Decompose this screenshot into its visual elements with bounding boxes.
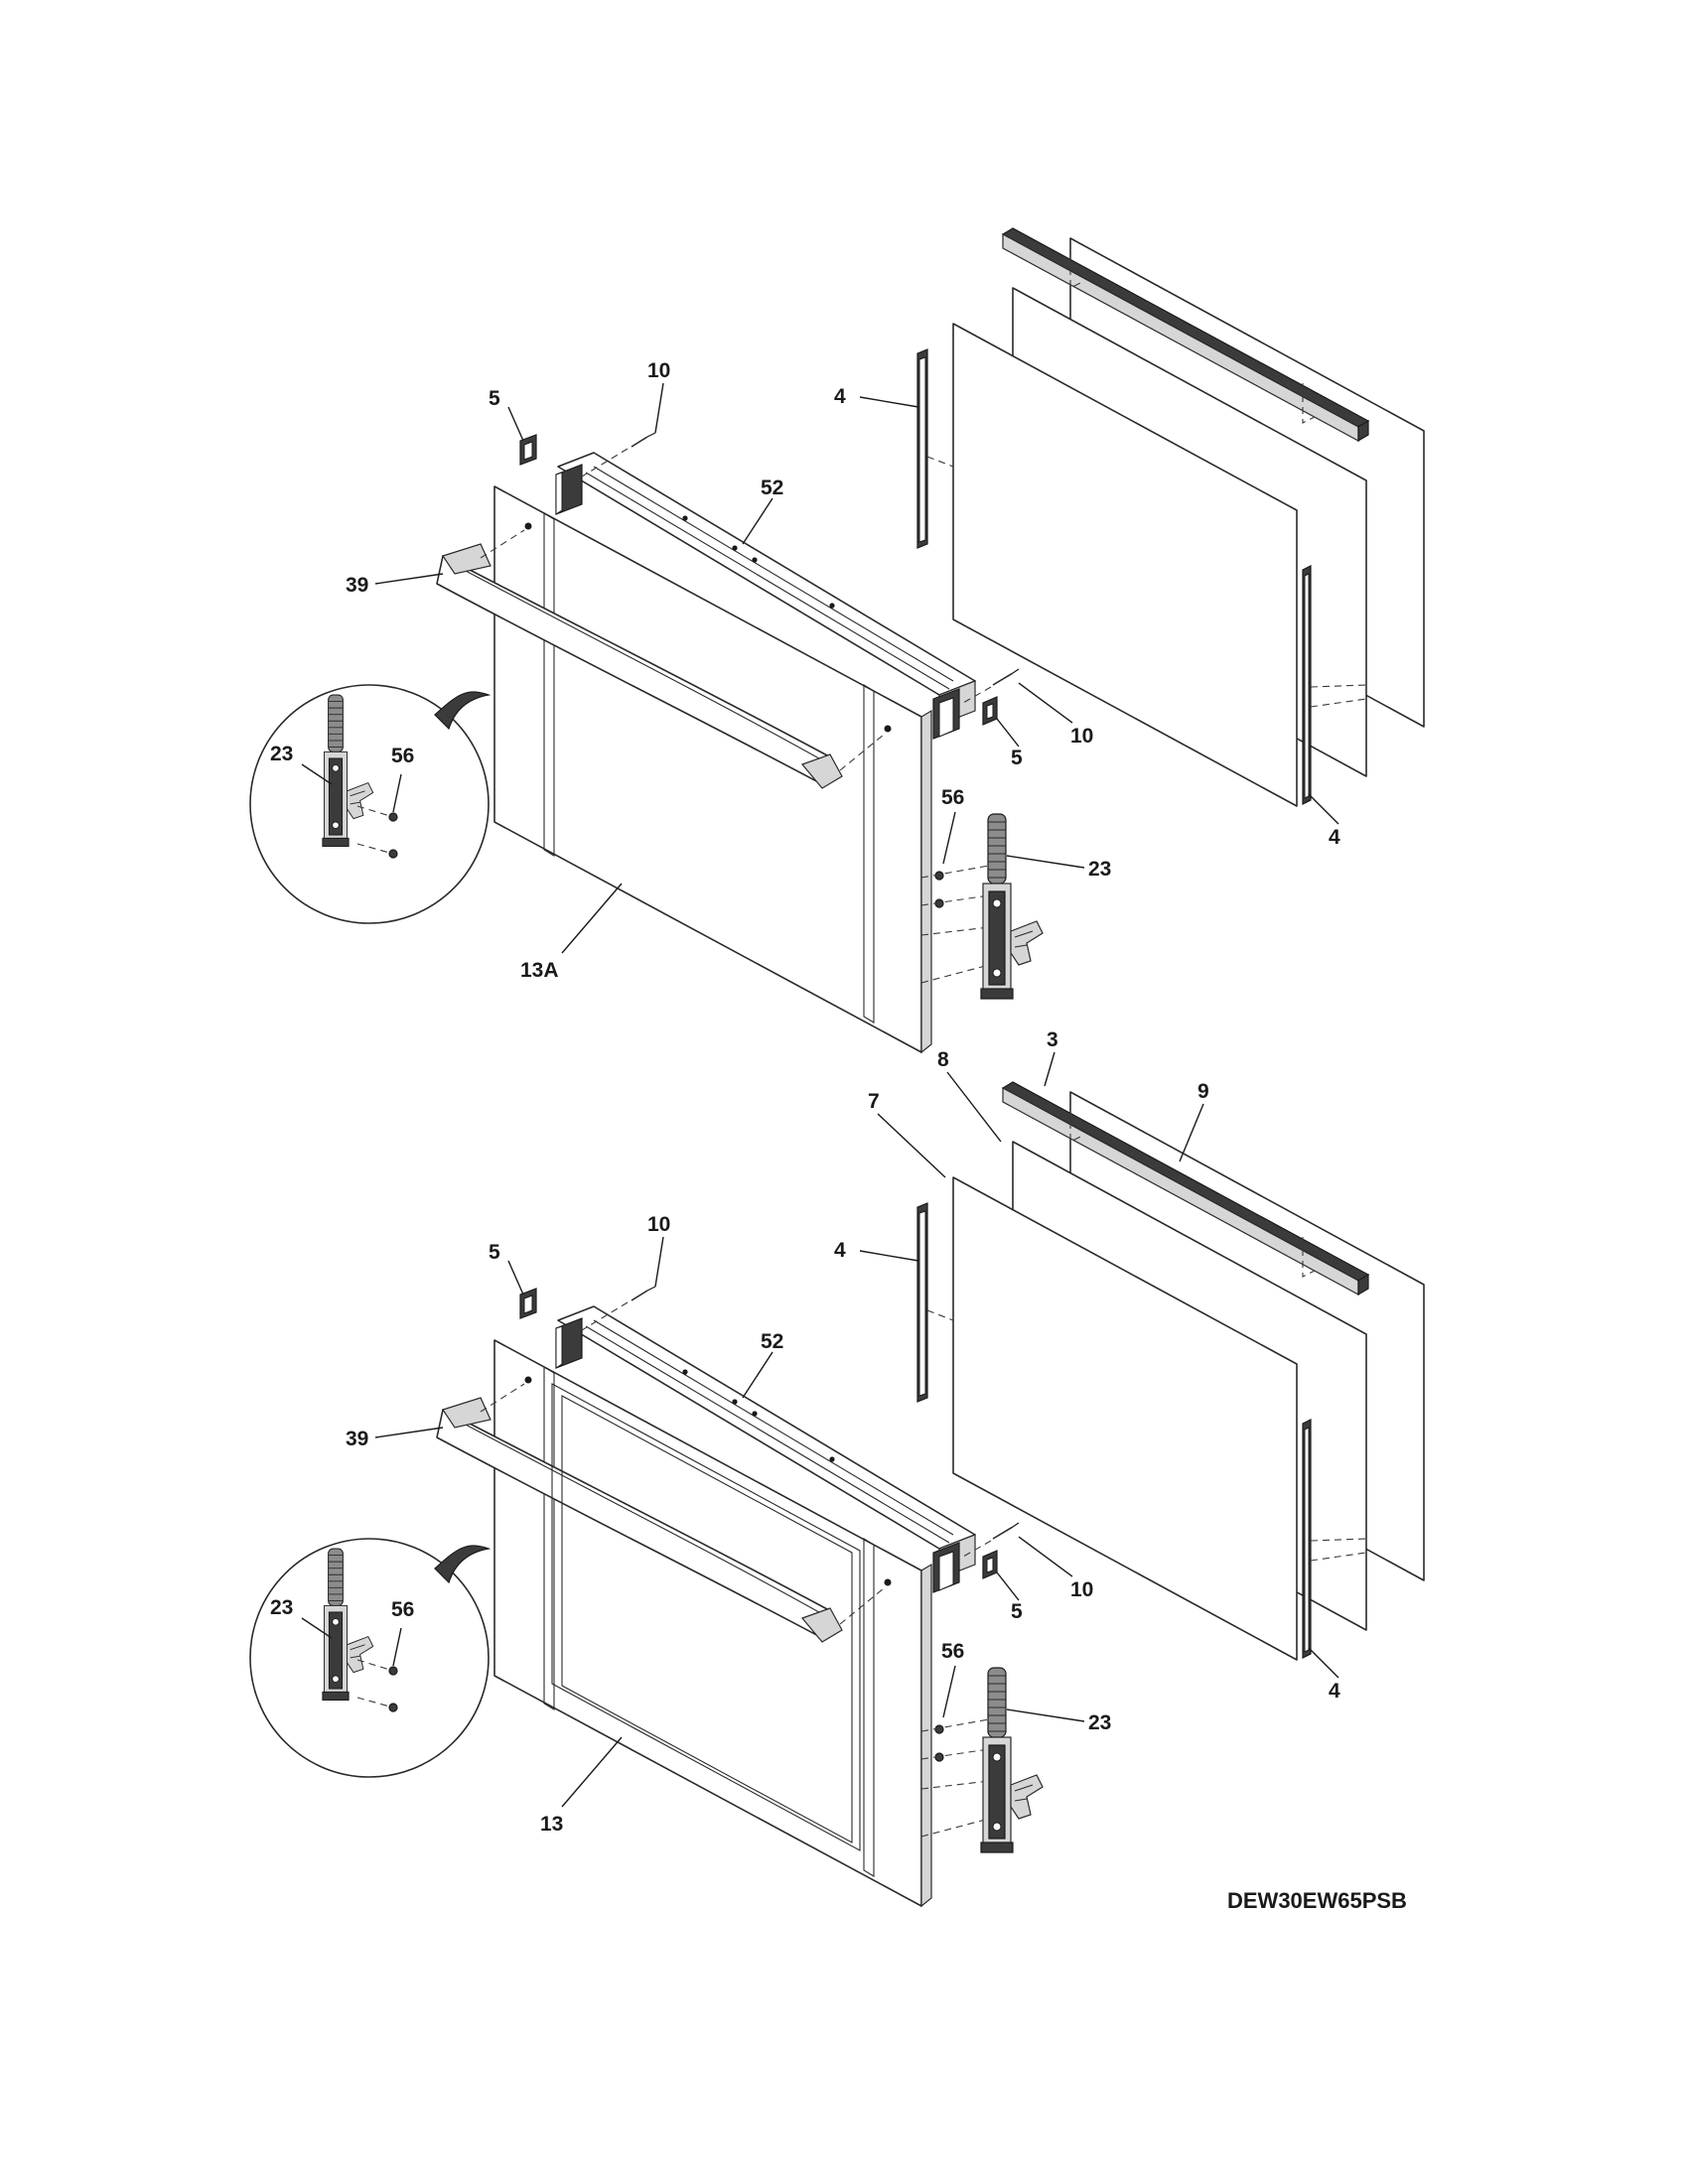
upper-label-10-right: 10	[1070, 725, 1093, 748]
lower-label-4-left: 4	[834, 1239, 846, 1262]
lower-label-13: 13	[540, 1813, 563, 1836]
upper-leader-23	[1006, 855, 1085, 869]
lower-leader-4-right	[1308, 1647, 1339, 1679]
upper-label-39: 39	[346, 574, 368, 597]
upper-leader-52	[742, 497, 774, 545]
lower-leader-inset-23	[301, 1617, 333, 1639]
lower-leader-39	[374, 1427, 444, 1438]
lower-leader-7	[877, 1113, 946, 1178]
lower-label-inset-23: 23	[270, 1596, 293, 1619]
upper-leader-5-left	[507, 406, 524, 442]
model-number: DEW30EW65PSB	[1227, 1888, 1407, 1913]
lower-label-5-left: 5	[489, 1241, 500, 1264]
upper-leader-inset-56	[392, 773, 402, 813]
upper-leader-10-left	[654, 382, 664, 434]
upper-leader-5-right	[996, 718, 1020, 748]
lower-leader-4-left	[859, 1250, 919, 1262]
lower-label-23: 23	[1088, 1711, 1111, 1734]
lower-label-39: 39	[346, 1428, 368, 1450]
lower-leader-10-right	[1018, 1536, 1073, 1577]
upper-label-23: 23	[1088, 858, 1111, 881]
lower-label-9: 9	[1197, 1080, 1209, 1103]
upper-label-5-right: 5	[1011, 747, 1023, 769]
lower-leader-5-right	[996, 1571, 1020, 1601]
upper-label-52: 52	[761, 477, 783, 499]
lower-leader-inset-56	[392, 1627, 402, 1667]
lower-leader-56	[942, 1665, 956, 1718]
lower-leader-23	[1006, 1708, 1085, 1722]
lower-leader-52	[742, 1351, 774, 1399]
upper-label-5-left: 5	[489, 387, 500, 410]
upper-leader-4-right	[1308, 793, 1339, 825]
lower-leader-3	[1044, 1051, 1055, 1087]
lower-label-8: 8	[937, 1048, 949, 1071]
upper-label-inset-56: 56	[391, 745, 414, 767]
upper-label-10-left: 10	[647, 359, 670, 382]
lower-leader-13	[561, 1736, 623, 1808]
lower-label-52: 52	[761, 1330, 783, 1353]
lower-leader-8	[946, 1071, 1002, 1143]
lower-label-5-right: 5	[1011, 1600, 1023, 1623]
upper-leader-56	[942, 811, 956, 865]
lower-leader-10-left	[654, 1236, 664, 1288]
lower-label-3: 3	[1047, 1028, 1058, 1051]
upper-leader-4-left	[859, 396, 919, 408]
lower-label-inset-56: 56	[391, 1598, 414, 1621]
upper-leader-inset-23	[301, 763, 333, 785]
upper-door-group: 4 5 10 52 39 10 5 4 56 23 13A 23 56	[250, 227, 1425, 1052]
lower-label-4-right: 4	[1329, 1680, 1340, 1703]
upper-leader-10-right	[1018, 682, 1073, 724]
lower-label-10-right: 10	[1070, 1578, 1093, 1601]
lower-label-10-left: 10	[647, 1213, 670, 1236]
lower-leader-5-left	[507, 1260, 524, 1296]
upper-label-4-right: 4	[1329, 826, 1340, 849]
upper-leader-39	[374, 573, 444, 585]
lower-door-group: 3 8 7 9 4 5 10 52 39 10 5 4 56 23 13 23 …	[250, 1028, 1425, 1906]
upper-label-56: 56	[941, 786, 964, 809]
upper-leader-13A	[561, 883, 623, 954]
lower-label-7: 7	[868, 1090, 880, 1113]
lower-label-56: 56	[941, 1640, 964, 1663]
upper-label-inset-23: 23	[270, 743, 293, 765]
lower-leader-9	[1179, 1103, 1204, 1162]
upper-label-13A: 13A	[520, 959, 559, 982]
upper-label-4-left: 4	[834, 385, 846, 408]
